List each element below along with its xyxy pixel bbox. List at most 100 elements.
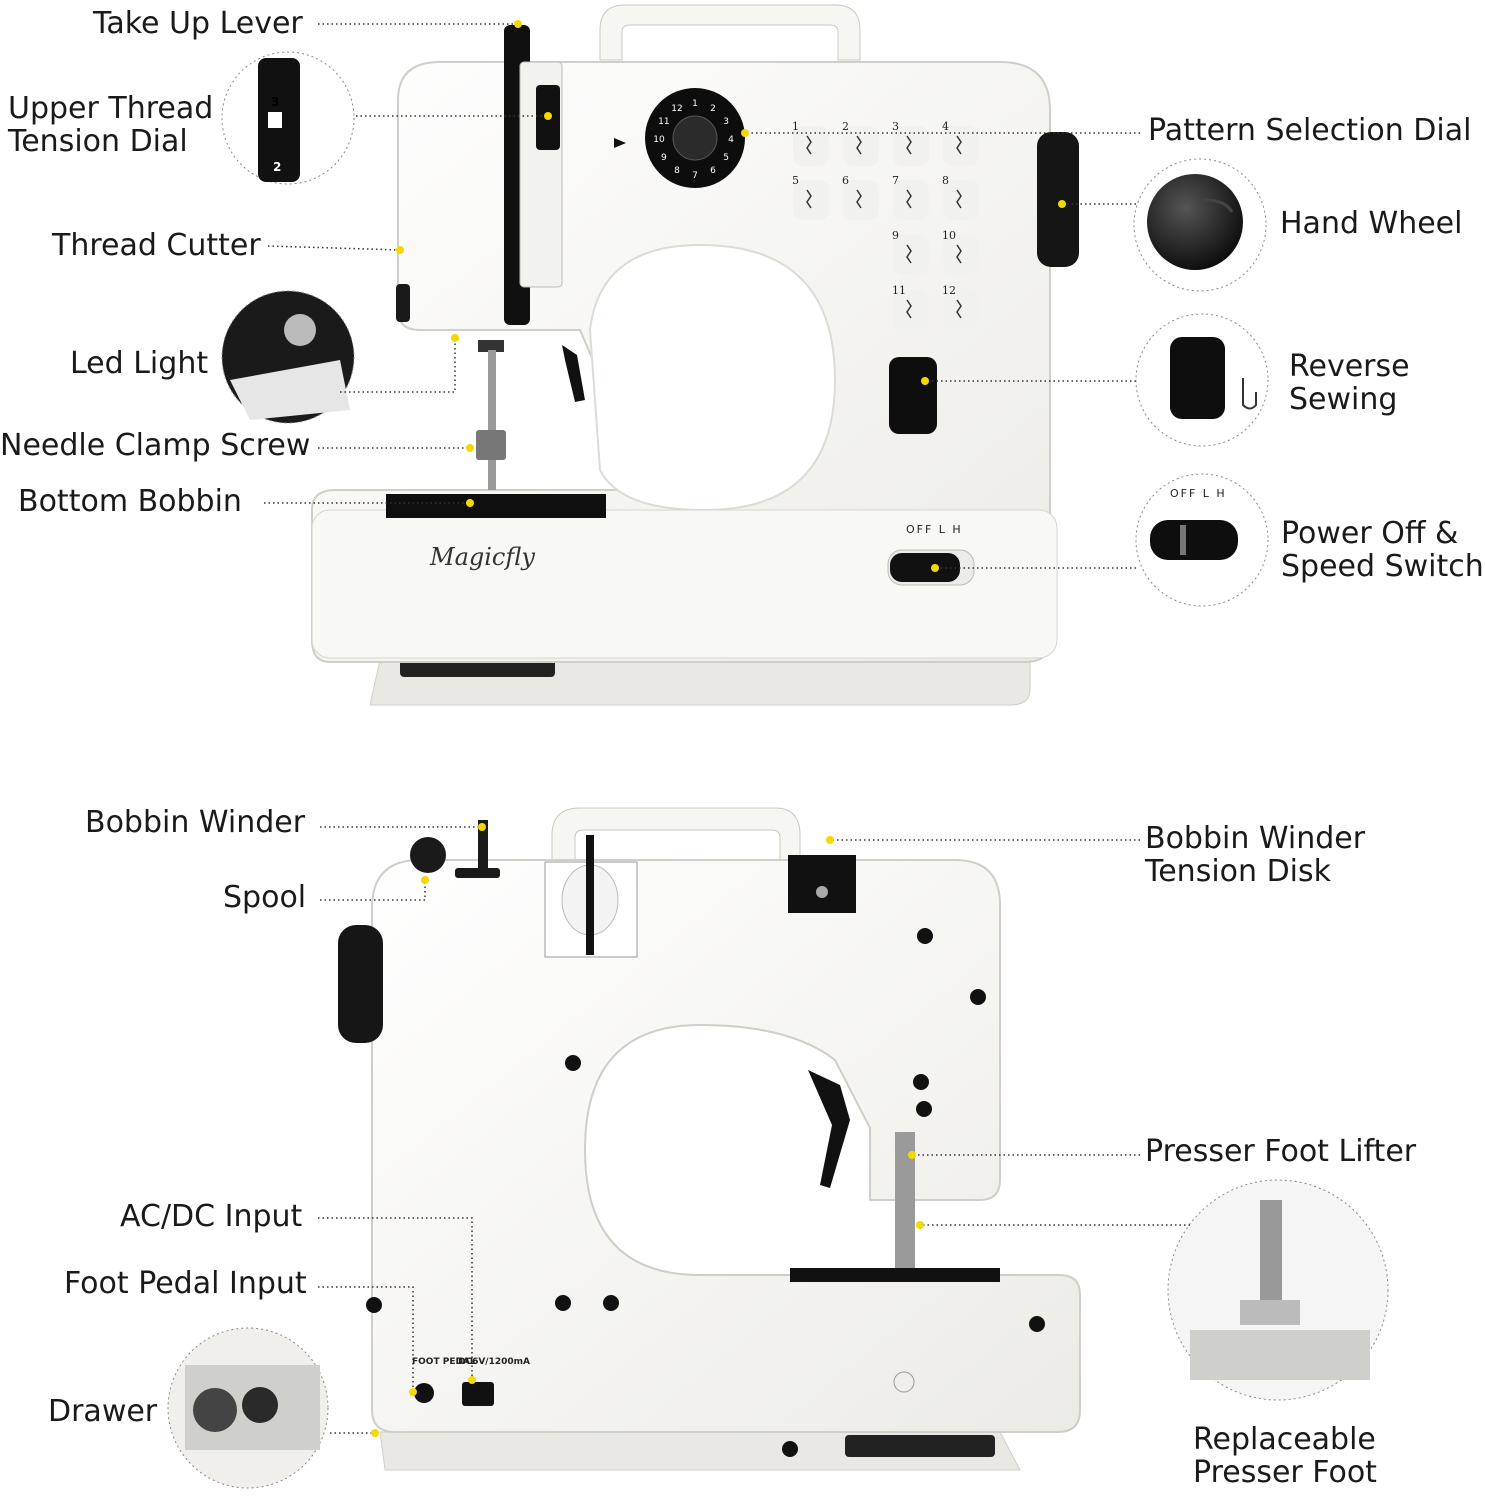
stitch-number: 10 (942, 229, 956, 242)
leader-line (320, 880, 426, 901)
screw-holes (366, 928, 1045, 1457)
label-ac-dc-input: AC/DC Input (120, 1199, 303, 1234)
marker-dot (478, 823, 486, 831)
label-needle-clamp-screw: Needle Clamp Screw (0, 428, 311, 463)
led-plate-closeup (230, 360, 350, 420)
screw-hole (913, 1074, 929, 1090)
reverse-symbol-icon (1242, 378, 1257, 410)
leader-lines (264, 23, 1190, 1434)
marker-dot (931, 564, 939, 572)
dial-number: 4 (728, 135, 734, 145)
label-spool: Spool (223, 880, 307, 915)
label-line: Replaceable (1193, 1422, 1376, 1457)
screw-hole (603, 1295, 619, 1311)
screw-hole (565, 1055, 581, 1071)
marker-dot (544, 112, 552, 120)
switch-closeup (1150, 520, 1238, 560)
speed-switch (890, 553, 960, 582)
needle-bar-top (478, 340, 504, 352)
stitch-number: 1 (792, 120, 799, 133)
label-bottom-bobbin: Bottom Bobbin (18, 484, 242, 519)
hand-wheel-closeup (1147, 174, 1243, 270)
reverse-lever-closeup (1170, 337, 1225, 419)
reverse-lever (889, 357, 937, 434)
marker-dot (741, 129, 749, 137)
stitch-number: 6 (842, 174, 849, 187)
screw-hole (782, 1441, 798, 1457)
switch-slider-closeup (1180, 525, 1186, 555)
screw-hole (366, 1297, 382, 1313)
presser-bar-closeup (1260, 1200, 1282, 1320)
label-drawer: Drawer (48, 1394, 158, 1429)
leader-line (267, 245, 401, 251)
label-line: Bobbin Winder (1145, 821, 1366, 856)
stitch-tile (893, 180, 929, 220)
stitch-icon (906, 189, 912, 209)
label-line: Power Off & (1281, 516, 1459, 551)
stitch-tile (843, 126, 879, 166)
label-presser-foot-lifter: Presser Foot Lifter (1145, 1134, 1417, 1169)
needle-clamp (476, 430, 506, 460)
leader-line (318, 1286, 414, 1392)
front-lower-arm (311, 509, 1058, 659)
rotation-arrow-icon (1204, 198, 1234, 213)
label-bobbin-winder: Bobbin Winder (85, 805, 306, 840)
marker-dots (371, 20, 1066, 1437)
stitch-number: 7 (892, 174, 899, 187)
label-line: Sewing (1289, 382, 1398, 417)
dial-number: 2 (710, 104, 716, 114)
label-reverse-sewing: Reverse Sewing (1289, 350, 1410, 416)
back-body (371, 859, 1081, 1433)
back-indicator (893, 1371, 915, 1393)
presser-plate-closeup (1190, 1330, 1370, 1380)
label-bobbin-winder-tension-disk: Bobbin Winder Tension Disk (1145, 822, 1365, 888)
marker-dot (826, 836, 834, 844)
stitch-icon (806, 189, 812, 209)
presser-foot-closeup (1240, 1300, 1300, 1325)
front-handle (599, 4, 861, 61)
dc-port-label: DC6V/1200mA (458, 1357, 530, 1367)
dial-number: 10 (653, 135, 665, 145)
drawer-bobbin-icon (193, 1388, 237, 1432)
stitch-icon (956, 135, 962, 155)
stitch-tile (843, 180, 879, 220)
stitch-tile (943, 180, 979, 220)
stitch-icon (906, 135, 912, 155)
label-led-light: Led Light (70, 346, 209, 381)
stitch-tile (793, 126, 829, 166)
hand-wheel-back (338, 925, 383, 1043)
tension-window (268, 112, 282, 128)
stitch-icon (856, 189, 862, 209)
stitch-number: 4 (942, 120, 949, 133)
screw-hole (917, 928, 933, 944)
label-line: Presser Foot (1193, 1455, 1377, 1490)
stitch-number: 11 (892, 284, 906, 297)
marker-dot (396, 246, 404, 254)
stitch-tile (893, 235, 929, 275)
screw-hole (970, 989, 986, 1005)
stitch-number: 8 (942, 174, 949, 187)
ac-dc-port (462, 1382, 494, 1406)
front-arm-opening (588, 243, 837, 512)
marker-dot (466, 499, 474, 507)
bobbin-winder-shaft (478, 820, 488, 875)
stitch-tile (943, 290, 979, 330)
top-callouts (221, 51, 1269, 607)
marker-dot (908, 1151, 916, 1159)
screw-hole (1029, 1316, 1045, 1332)
label-line: Tension Disk (1145, 854, 1332, 889)
thread-cutter (396, 284, 410, 322)
stitch-icon (956, 189, 962, 209)
back-machine (338, 807, 1081, 1471)
label-foot-pedal-input: Foot Pedal Input (64, 1266, 307, 1301)
marker-dot (466, 444, 474, 452)
stitch-tile (943, 235, 979, 275)
bobbin-plate (386, 494, 606, 518)
label-take-up-lever: Take Up Lever (93, 6, 303, 41)
label-hand-wheel: Hand Wheel (1280, 206, 1463, 241)
dial-number: 5 (723, 153, 729, 163)
